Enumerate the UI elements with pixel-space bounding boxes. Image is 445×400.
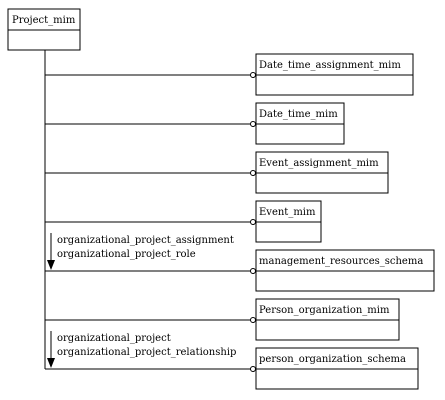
annotation-arrow-head bbox=[47, 358, 55, 368]
node-management-resources-schema[interactable]: management_resources_schema bbox=[45, 249, 435, 292]
annotation-text-line: organizational_project bbox=[57, 333, 171, 344]
node-label: Person_organization_mim bbox=[259, 305, 390, 316]
node-label: Event_mim bbox=[259, 207, 316, 218]
node-person-organization-schema[interactable]: person_organization_schema bbox=[45, 347, 419, 390]
connector-circle bbox=[250, 72, 256, 78]
annotation-text-line: organizational_project_assignment bbox=[57, 235, 234, 246]
connector-circle bbox=[250, 366, 256, 372]
connector-circle bbox=[250, 170, 256, 176]
node-date-time-mim[interactable]: Date_time_mim bbox=[45, 102, 345, 145]
node-label: management_resources_schema bbox=[259, 256, 423, 267]
annotation-text-line: organizational_project_relationship bbox=[57, 347, 236, 358]
annotation-text-line: organizational_project_role bbox=[57, 249, 196, 260]
annotation-arrow-head bbox=[47, 260, 55, 270]
node-label: person_organization_schema bbox=[259, 354, 406, 365]
connector-circle bbox=[250, 317, 256, 323]
root-entity-label: Project_mim bbox=[12, 15, 76, 26]
connector-circle bbox=[250, 121, 256, 127]
node-label: Date_time_assignment_mim bbox=[259, 60, 401, 71]
node-label: Event_assignment_mim bbox=[259, 158, 379, 169]
root-entity-project-mim[interactable]: Project_mim bbox=[7, 8, 81, 51]
node-label: Date_time_mim bbox=[259, 109, 338, 120]
node-date-time-assignment-mim[interactable]: Date_time_assignment_mim bbox=[45, 53, 414, 96]
annotation-group-1: organizational_project_assignment organi… bbox=[47, 233, 234, 270]
node-event-assignment-mim[interactable]: Event_assignment_mim bbox=[45, 151, 389, 194]
annotation-group-2: organizational_project organizational_pr… bbox=[47, 331, 236, 368]
node-person-organization-mim[interactable]: Person_organization_mim bbox=[45, 298, 400, 341]
connector-circle bbox=[250, 219, 256, 225]
connector-circle bbox=[250, 268, 256, 274]
node-event-mim[interactable]: Event_mim bbox=[45, 200, 322, 243]
